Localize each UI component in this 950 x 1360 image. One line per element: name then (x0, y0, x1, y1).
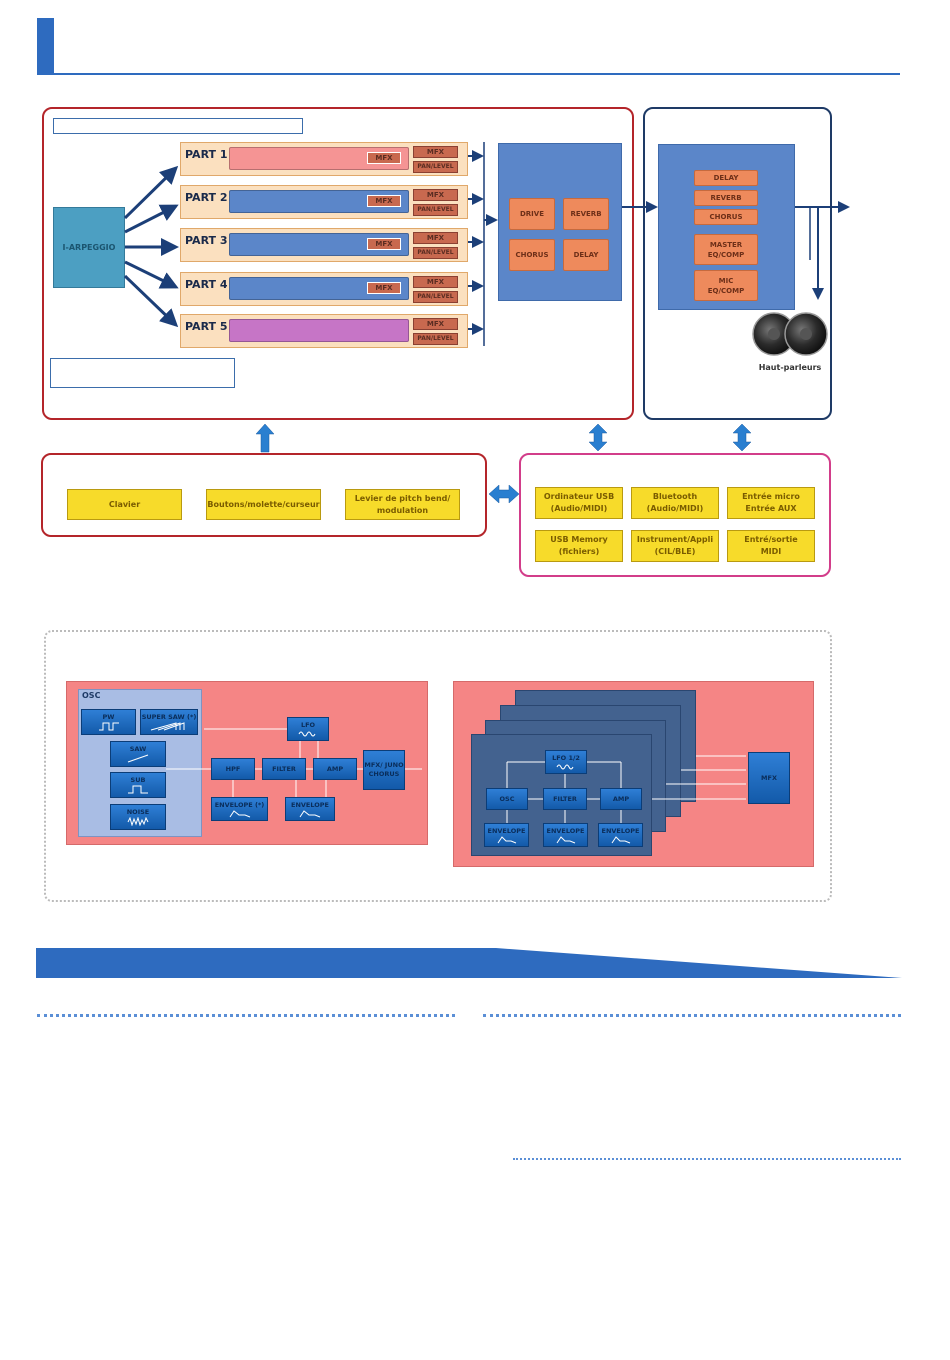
part-tone-bar (229, 277, 409, 300)
pcm-filter: FILTER (543, 788, 587, 810)
output-box (643, 107, 832, 420)
controllers-box (41, 453, 487, 537)
part-mfx-box: MFX (413, 146, 458, 158)
part-tone-bar (229, 190, 409, 213)
part5-title-frame (50, 358, 235, 388)
pulse-wave-icon (98, 722, 119, 731)
part-effect-2: CHORUS (509, 239, 555, 271)
pcm-osc: OSC (486, 788, 528, 810)
speakers-icon (752, 312, 828, 356)
tone-structure-frame (44, 630, 832, 902)
arpeggio-block: I-ARPEGGIO (53, 207, 125, 288)
io-2: Entrée micro Entrée AUX (727, 487, 815, 519)
envelope-icon (497, 835, 516, 843)
part-effect-1: REVERB (563, 198, 609, 230)
osc-pw: PW (81, 709, 136, 735)
super-saw-icon (150, 722, 185, 731)
part-label: PART 1 (185, 148, 228, 161)
synth-envelope-hpf: ENVELOPE (*) (211, 797, 268, 821)
io-4: Instrument/Appli (CIL/BLE) (631, 530, 719, 562)
sub-wave-icon (128, 785, 148, 794)
osc-saw: SAW (110, 741, 166, 767)
signal-flow-arrows (123, 142, 850, 504)
sound-generator-title-frame (53, 118, 303, 134)
envelope-icon (611, 835, 630, 843)
speakers-label: Haut-parleurs (758, 363, 822, 372)
part-label: PART 5 (185, 320, 228, 333)
part-mfx-tag: MFX (367, 238, 401, 250)
io-5: Entré/sortie MIDI (727, 530, 815, 562)
pcm-envelope-3: ENVELOPE (598, 823, 643, 847)
part-mfx-tag: MFX (367, 282, 401, 294)
part-mfx-box: MFX (413, 232, 458, 244)
dotted-divider-sub (513, 1158, 901, 1160)
io-0: Ordinateur USB (Audio/MIDI) (535, 487, 623, 519)
master-effect-0: DELAY (694, 170, 758, 186)
envelope-icon (556, 835, 575, 843)
osc-sub: SUB (110, 772, 166, 798)
part-pan-level: PAN/LEVEL (413, 161, 458, 173)
header-accent-bar (37, 18, 54, 74)
part-label: PART 4 (185, 278, 228, 291)
part-pan-level: PAN/LEVEL (413, 247, 458, 259)
part-mfx-tag: MFX (367, 152, 401, 164)
synth-connectors (166, 728, 422, 797)
sound-generator-box (42, 107, 634, 420)
part-mfx-box: MFX (413, 276, 458, 288)
part-pan-level: PAN/LEVEL (413, 291, 458, 303)
controller-2: Levier de pitch bend/ modulation (345, 489, 460, 520)
part-tone-bar (229, 233, 409, 256)
master-effect-2: CHORUS (694, 209, 758, 225)
io-1: Bluetooth (Audio/MIDI) (631, 487, 719, 519)
part-mfx-box: MFX (413, 189, 458, 201)
synth-amp: AMP (313, 758, 357, 780)
header-rule (37, 73, 900, 75)
pcm-amp: AMP (600, 788, 642, 810)
part-pan-level: PAN/LEVEL (413, 333, 458, 345)
part-mfx-tag: MFX (367, 195, 401, 207)
osc-super-saw: SUPER SAW (*) (140, 709, 198, 735)
envelope-icon (299, 809, 321, 817)
controller-1: Boutons/molette/curseur (206, 489, 321, 520)
part-mfx-box: MFX (413, 318, 458, 330)
io-3: USB Memory (fichiers) (535, 530, 623, 562)
pcm-envelope-1: ENVELOPE (484, 823, 529, 847)
arpeggio-label: I-ARPEGGIO (62, 243, 116, 252)
part-tone-bar (229, 147, 409, 170)
synth-filter: FILTER (262, 758, 306, 780)
envelope-icon (229, 809, 250, 817)
noise-wave-icon (127, 817, 149, 826)
part-effect-3: DELAY (563, 239, 609, 271)
sine-wave-icon (556, 764, 574, 769)
dotted-divider-right (483, 1014, 901, 1017)
part-pan-level: PAN/LEVEL (413, 204, 458, 216)
pcm-connectors (506, 755, 746, 823)
synth-mfx-chorus: MFX/ JUNO CHORUS (363, 750, 405, 790)
master-effect-1: REVERB (694, 190, 758, 206)
osc-title: OSC (82, 691, 101, 700)
controller-0: Clavier (67, 489, 182, 520)
section-banner (36, 948, 902, 978)
part-label: PART 3 (185, 234, 228, 247)
master-effect-3: MASTER EQ/COMP (694, 234, 758, 265)
saw-wave-icon (127, 754, 149, 763)
pcm-mfx: MFX (748, 752, 790, 804)
part-tone-bar (229, 319, 409, 342)
pcm-envelope-2: ENVELOPE (543, 823, 588, 847)
io-box (519, 453, 831, 577)
dotted-divider-left (37, 1014, 455, 1017)
sine-wave-icon (298, 731, 316, 736)
synth-envelope: ENVELOPE (285, 797, 335, 821)
pcm-lfo: LFO 1/2 (545, 750, 587, 774)
osc-noise: NOISE (110, 804, 166, 830)
master-effect-4: MIC EQ/COMP (694, 270, 758, 301)
part-label: PART 2 (185, 191, 228, 204)
synth-lfo: LFO (287, 717, 329, 741)
part-effect-0: DRIVE (509, 198, 555, 230)
synth-hpf: HPF (211, 758, 255, 780)
